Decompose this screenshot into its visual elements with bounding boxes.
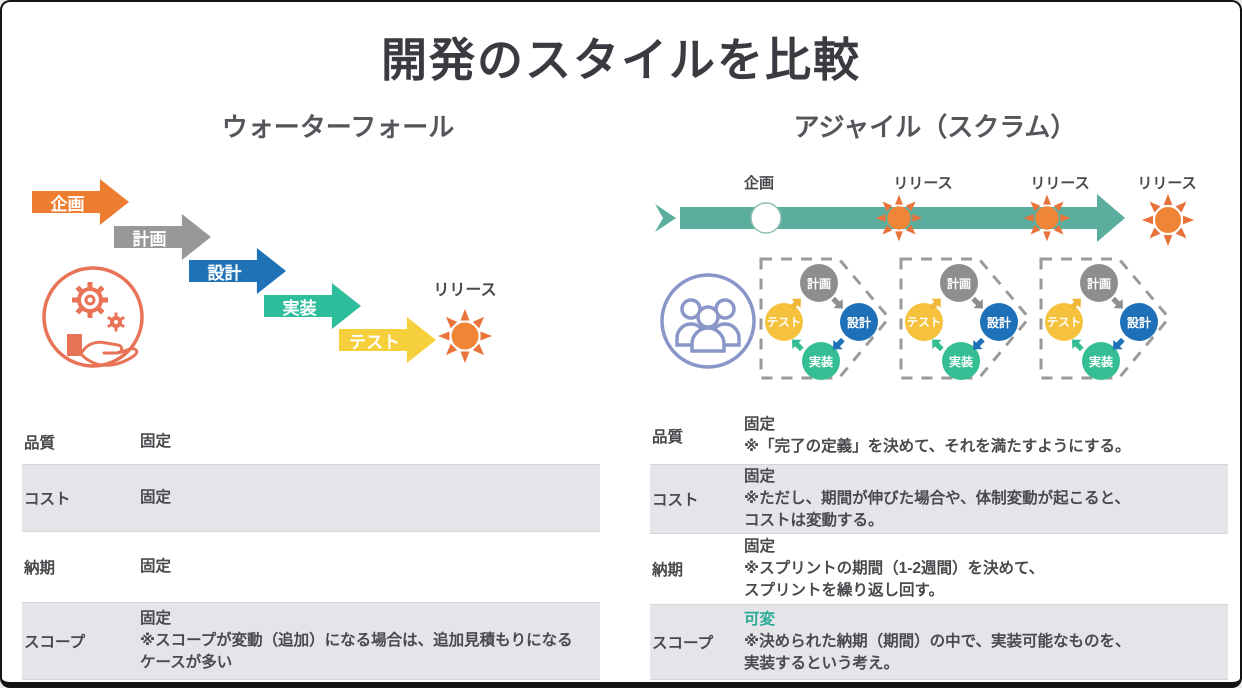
phase-plan: 計画 [800, 264, 838, 302]
row-value: 固定 [140, 558, 172, 575]
timeline-start-label: 企画 [743, 175, 775, 192]
sun-icon [438, 309, 492, 363]
phase-test: テスト [905, 303, 943, 341]
row-value: 固定 [140, 489, 172, 506]
table-row: スコープ 可変 ※決められた納期（期間）の中で、実装可能なものを、 実装するとい… [650, 604, 1228, 680]
row-label: 納期 [24, 560, 56, 577]
sun-icon [1023, 194, 1071, 242]
waterfall-step-arrow: 設計 [189, 248, 286, 294]
sun-icon [875, 194, 923, 242]
sprint-cycle: 計画 設計 実装 テスト [1039, 257, 1172, 380]
agile-table: 品質 固定 ※「完了の定義」を決めて、それを満たすようにする。 コスト 固定 ※… [650, 407, 1228, 680]
phase-label: 計画 [946, 276, 971, 291]
row-label: コスト [652, 492, 699, 509]
row-note: スプリントを繰り返し回す。 [744, 582, 944, 599]
sprint-cycle: 計画 設計 実装 テスト [759, 257, 892, 380]
phase-design: 設計 [980, 303, 1018, 341]
phase-label: 実装 [1088, 354, 1113, 369]
row-note: ※ただし、期間が伸びた場合や、体制変動が起こると、 [744, 490, 1130, 507]
agile-heading: アジャイル（スクラム） [793, 112, 1077, 142]
phase-label: テスト [906, 317, 942, 329]
row-label: 品質 [652, 428, 684, 446]
sprint-cycle: 計画 設計 実装 テスト [899, 257, 1032, 380]
step-label: 設計 [207, 263, 242, 283]
table-row: コスト 固定 ※ただし、期間が伸びた場合や、体制変動が起こると、 コストは変動す… [650, 464, 1228, 534]
timeline-start-circle [750, 202, 782, 234]
waterfall-step-arrow: 実装 [264, 283, 361, 329]
row-label: スコープ [24, 634, 86, 651]
table-row: 品質 固定 [22, 420, 600, 464]
row-value: 固定 [744, 415, 776, 433]
phase-label: 計画 [806, 276, 831, 291]
phase-plan: 計画 [1080, 264, 1118, 302]
row-note: ケースが多い [140, 654, 233, 671]
table-row: コスト 固定 [22, 464, 600, 532]
row-note: コストは変動する。 [744, 512, 884, 529]
row-note: ※「完了の定義」を決めて、それを満たすようにする。 [744, 437, 1131, 455]
phase-test: テスト [1045, 303, 1083, 341]
row-label: 品質 [24, 435, 56, 452]
page-title: 開発のスタイルを比較 [381, 34, 861, 86]
table-row: 納期 固定 [22, 532, 600, 602]
row-label: コスト [24, 491, 71, 508]
sun-icon [1141, 193, 1195, 247]
phase-label: 実装 [948, 354, 973, 369]
phase-label: 実装 [808, 354, 833, 369]
phase-label: 設計 [1126, 315, 1151, 330]
row-note: ※スコープが変動（追加）になる場合は、追加見積もりになる [140, 632, 573, 649]
sprint-dashed-outline [1039, 257, 1171, 380]
phase-test: テスト [765, 303, 803, 341]
phase-label: 計画 [1086, 276, 1111, 291]
timeline-release-label: リリース [1137, 175, 1197, 192]
waterfall-heading: ウォーターフォール [221, 112, 455, 142]
phase-label: 設計 [846, 315, 871, 330]
waterfall-release-label: リリース [433, 282, 497, 299]
sprint-dashed-outline [759, 257, 891, 380]
waterfall-step-arrow: 計画 [114, 214, 211, 260]
gear-in-hand-icon [42, 266, 144, 368]
team-icon [660, 273, 756, 369]
table-row: 納期 固定 ※スプリントの期間（1-2週間）を決めて、 スプリントを繰り返し回す… [650, 534, 1228, 604]
row-note: ※スプリントの期間（1-2週間）を決めて、 [744, 560, 1045, 577]
row-note: ※決められた納期（期間）の中で、実装可能なものを、 [744, 633, 1131, 650]
phase-design: 設計 [840, 303, 878, 341]
row-value: 固定 [744, 538, 776, 555]
waterfall-step-arrow: テスト [339, 317, 436, 363]
phase-label: テスト [1046, 317, 1082, 329]
row-value: 固定 [140, 433, 172, 450]
phase-plan: 計画 [940, 264, 978, 302]
waterfall-step-arrow: 企画 [32, 179, 129, 225]
phase-label: テスト [766, 317, 802, 329]
row-label: 納期 [652, 562, 684, 579]
row-value: 固定 [140, 610, 172, 627]
sprint-dashed-outline [899, 257, 1031, 380]
step-label: 実装 [282, 298, 317, 318]
row-note: 実装するという考え。 [744, 655, 900, 672]
row-value: 固定 [744, 468, 776, 485]
step-label: 計画 [132, 229, 167, 249]
table-row: スコープ 固定 ※スコープが変動（追加）になる場合は、追加見積もりになる ケース… [22, 602, 600, 680]
row-value-variable: 可変 [744, 611, 776, 628]
phase-design: 設計 [1120, 303, 1158, 341]
row-label: スコープ [652, 635, 714, 652]
timeline-release-label: リリース [893, 175, 953, 192]
step-label: テスト [349, 332, 400, 352]
step-label: 企画 [50, 194, 85, 214]
table-row: 品質 固定 ※「完了の定義」を決めて、それを満たすようにする。 [650, 407, 1228, 464]
waterfall-table: 品質 固定 コスト 固定 納期 固定 スコープ 固定 ※スコープが変動（追加）に… [22, 420, 600, 680]
timeline-release-label: リリース [1030, 175, 1090, 192]
phase-label: 設計 [986, 315, 1011, 330]
